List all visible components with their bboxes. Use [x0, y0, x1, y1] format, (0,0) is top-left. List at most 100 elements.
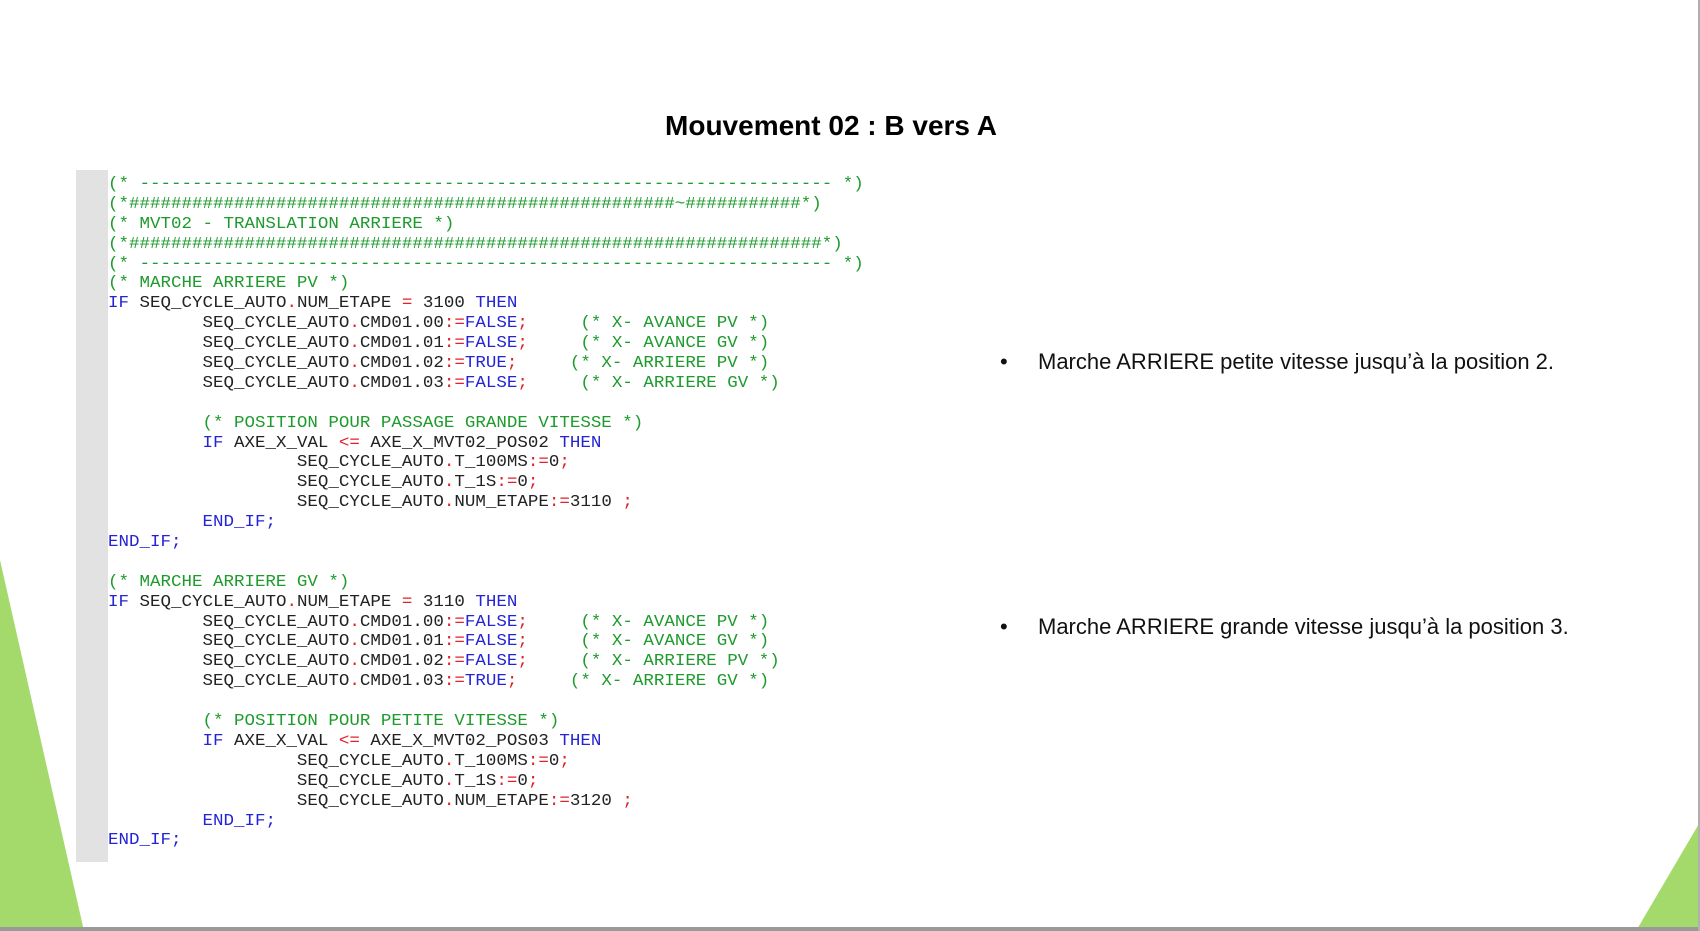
code-token: CMD01.01	[359, 333, 444, 353]
code-token: :=	[548, 790, 570, 810]
code-screenshot: (* -------------------------------------…	[76, 170, 1171, 862]
code-line: SEQ_CYCLE_AUTO.CMD01.03:=FALSE; (* X- AR…	[108, 373, 864, 393]
code-token: CMD01.00	[359, 611, 444, 631]
code-token: SEQ_CYCLE_AUTO	[108, 353, 350, 373]
code-token	[528, 333, 580, 352]
code-token: (* MVT02 - TRANSLATION ARRIERE *)	[108, 213, 455, 233]
code-token: .	[286, 293, 297, 313]
code-token: T_100MS	[454, 750, 528, 770]
code-line: IF AXE_X_VAL <= AXE_X_MVT02_POS02 THEN	[108, 433, 864, 453]
code-token: SEQ_CYCLE_AUTO	[108, 651, 350, 671]
code-token: AXE_X_VAL	[223, 730, 339, 750]
left-accent-triangle	[0, 560, 84, 931]
code-token: .	[443, 492, 455, 512]
code-line: SEQ_CYCLE_AUTO.T_100MS:=0;	[108, 452, 864, 472]
code-token	[528, 313, 580, 332]
code-token: END_IF;	[108, 532, 182, 552]
code-token: SEQ_CYCLE_AUTO	[108, 372, 350, 392]
code-token: 0	[517, 770, 528, 790]
code-token: ;	[517, 651, 528, 671]
code-token: FALSE	[464, 313, 518, 333]
code-token: SEQ_CYCLE_AUTO	[108, 750, 444, 770]
code-line: END_IF;	[108, 532, 864, 552]
code-token: FALSE	[464, 611, 518, 631]
code-token: =	[401, 293, 413, 313]
code-token: (* X- AVANCE GV *)	[580, 631, 770, 651]
bullet-notes: • Marche ARRIERE petite vitesse jusqu’à l…	[990, 0, 1690, 931]
code-token: NUM_ETAPE	[296, 293, 402, 313]
code-token: SEQ_CYCLE_AUTO	[108, 770, 444, 790]
bullet-marker: •	[1000, 614, 1008, 639]
bullet-text: Marche ARRIERE grande vitesse jusqu’à la…	[1038, 614, 1569, 639]
code-token: .	[349, 651, 360, 671]
code-line: (* POSITION POUR PASSAGE GRANDE VITESSE …	[108, 413, 864, 433]
code-token: :=	[443, 651, 465, 671]
code-token: .	[443, 472, 455, 492]
code-token: ;	[517, 372, 528, 392]
code-line: (* POSITION POUR PETITE VITESSE *)	[108, 711, 864, 731]
code-token: .	[349, 671, 360, 691]
code-token: .	[286, 591, 297, 611]
code-token: .	[349, 353, 360, 373]
code-token: TRUE	[464, 671, 507, 691]
code-token: (*######################################…	[108, 193, 822, 213]
code-token: (* X- AVANCE PV *)	[580, 313, 770, 333]
code-token	[517, 671, 569, 690]
code-token: ;	[559, 750, 570, 770]
code-token: THEN	[559, 432, 602, 452]
code-line: SEQ_CYCLE_AUTO.CMD01.00:=FALSE; (* X- AV…	[108, 612, 864, 632]
bullet-text: Marche ARRIERE petite vitesse jusqu’à la…	[1038, 349, 1555, 374]
code-token: ;	[622, 492, 633, 512]
code-token: SEQ_CYCLE_AUTO	[108, 333, 350, 353]
code-token: (* X- ARRIERE PV *)	[569, 353, 770, 373]
code-token: (* POSITION POUR PETITE VITESSE *)	[202, 711, 560, 731]
code-line: SEQ_CYCLE_AUTO.CMD01.01:=FALSE; (* X- AV…	[108, 333, 864, 353]
code-token: ;	[506, 671, 518, 691]
code-token: (* -------------------------------------…	[108, 174, 864, 193]
code-token: ;	[517, 631, 528, 651]
code-line: END_IF;	[108, 830, 864, 850]
code-token: (* POSITION POUR PASSAGE GRANDE VITESSE …	[202, 412, 644, 432]
code-token: TRUE	[464, 353, 507, 373]
code-token: SEQ_CYCLE_AUTO	[108, 611, 350, 631]
code-token: :=	[443, 611, 465, 631]
code-token: NUM_ETAPE	[454, 790, 549, 810]
code-token: FALSE	[464, 372, 518, 392]
code-line: END_IF;	[108, 811, 864, 831]
code-token	[108, 433, 202, 452]
code-line: SEQ_CYCLE_AUTO.CMD01.03:=TRUE; (* X- ARR…	[108, 671, 864, 691]
code-token: 3110	[412, 591, 476, 611]
bottom-border	[0, 927, 1700, 931]
code-gutter	[76, 170, 108, 862]
code-token: ;	[517, 611, 528, 631]
code-line	[108, 393, 864, 413]
code-token: :=	[443, 631, 465, 651]
code-token: FALSE	[464, 651, 518, 671]
code-token: (*######################################…	[108, 233, 843, 253]
code-block: (* -------------------------------------…	[108, 174, 864, 850]
code-line: SEQ_CYCLE_AUTO.CMD01.01:=FALSE; (* X- AV…	[108, 631, 864, 651]
code-token: 3110	[569, 492, 623, 512]
code-token: .	[349, 372, 360, 392]
code-token: =	[401, 591, 413, 611]
code-token: 0	[548, 452, 560, 472]
code-token: <=	[338, 432, 360, 452]
code-token: THEN	[475, 591, 518, 611]
code-line: SEQ_CYCLE_AUTO.T_100MS:=0;	[108, 751, 864, 771]
code-token: 0	[548, 750, 560, 770]
code-token: END_IF;	[202, 810, 276, 830]
code-line: SEQ_CYCLE_AUTO.T_1S:=0;	[108, 771, 864, 791]
code-line: SEQ_CYCLE_AUTO.CMD01.02:=FALSE; (* X- AR…	[108, 651, 864, 671]
code-token	[108, 711, 202, 730]
code-line: SEQ_CYCLE_AUTO.CMD01.00:=FALSE; (* X- AV…	[108, 313, 864, 333]
code-token: SEQ_CYCLE_AUTO	[108, 472, 444, 492]
code-line: SEQ_CYCLE_AUTO.NUM_ETAPE:=3110 ;	[108, 492, 864, 512]
code-token: .	[443, 452, 455, 472]
code-line: SEQ_CYCLE_AUTO.CMD01.02:=TRUE; (* X- ARR…	[108, 353, 864, 373]
code-token: CMD01.02	[359, 353, 444, 373]
code-token: .	[443, 770, 455, 790]
code-token: .	[443, 750, 455, 770]
code-token: SEQ_CYCLE_AUTO	[108, 492, 444, 512]
code-token: 3120	[569, 790, 623, 810]
